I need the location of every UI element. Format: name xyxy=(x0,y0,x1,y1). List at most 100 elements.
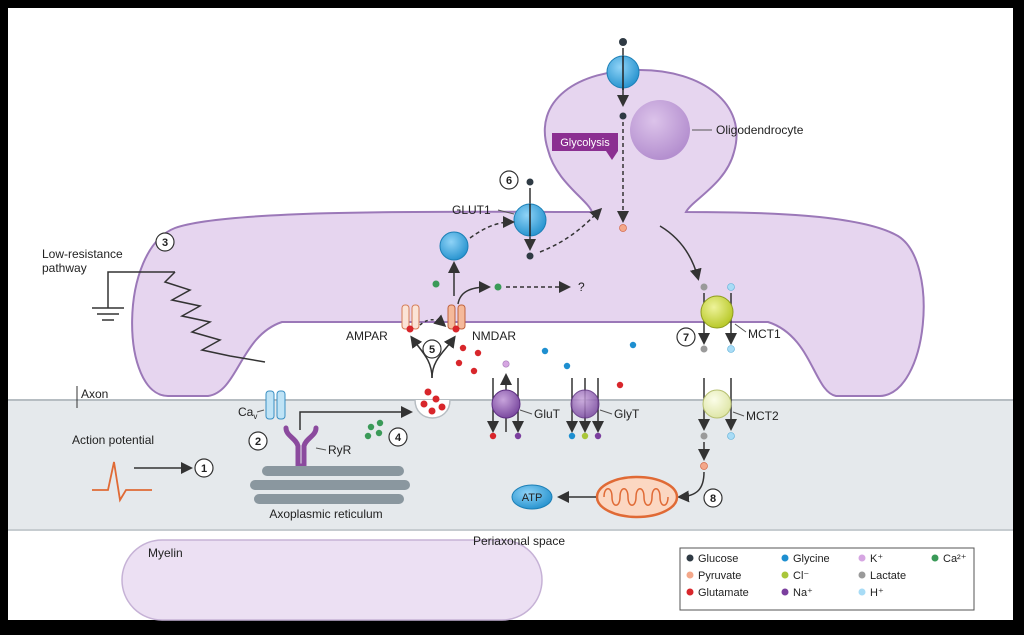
legend-label: Lactate xyxy=(870,570,906,582)
axon-label: Axon xyxy=(81,387,108,401)
chloride-ion xyxy=(581,432,589,440)
svg-text:1: 1 xyxy=(201,463,207,475)
glutamate-release-cluster xyxy=(420,388,446,415)
myelin-label: Myelin xyxy=(148,546,183,560)
action-potential-label: Action potential xyxy=(72,433,154,447)
svg-text:6: 6 xyxy=(506,175,512,187)
glycolysis-badge-pointer xyxy=(606,151,618,160)
legend-swatch xyxy=(858,571,866,579)
lower-myelin-sheath xyxy=(121,539,543,621)
lactate-molecule xyxy=(700,283,708,291)
glucose-molecule xyxy=(526,252,534,260)
glycolysis-badge xyxy=(552,133,618,151)
oligodendrocyte-label: Oligodendrocyte xyxy=(716,123,804,137)
ryr-leader xyxy=(315,447,327,451)
action-potential-trace xyxy=(92,461,152,503)
low-resistance-label-line2: pathway xyxy=(42,261,87,275)
glucose-to-oligodendrocyte-arrow xyxy=(539,207,603,253)
axoplasmic-reticulum xyxy=(250,466,410,504)
cav-leader xyxy=(256,409,265,413)
calcium-ion xyxy=(494,283,502,291)
unknown-pathway-label: ? xyxy=(578,280,585,294)
cav-label: Cav xyxy=(238,405,257,421)
step-4-marker: 4 xyxy=(388,427,408,447)
nmdar-label: NMDAR xyxy=(472,329,516,343)
glutamate-to-nmdar-arrow xyxy=(431,335,456,379)
glutamate-ion xyxy=(489,432,497,440)
nmdar-calcium-arrow xyxy=(457,281,491,305)
glycine-ion xyxy=(568,432,576,440)
mct2-leader xyxy=(732,411,745,417)
ground-wire xyxy=(107,271,175,308)
mct1-transporter xyxy=(700,295,734,329)
lactate-molecule xyxy=(700,345,708,353)
transporter-to-glut1-arrow xyxy=(469,216,515,239)
step-1-marker: 1 xyxy=(194,458,214,478)
svg-text:4: 4 xyxy=(395,432,402,444)
svg-text:5: 5 xyxy=(429,344,435,356)
glut-label: GluT xyxy=(534,407,561,421)
calcium-ion xyxy=(432,280,440,288)
low-resistance-label-line1: Low-resistance xyxy=(42,247,123,261)
ryr-to-vesicle-arrow xyxy=(299,406,413,430)
lactate-molecule xyxy=(700,432,708,440)
ampar-to-nmdar-arrow xyxy=(419,314,447,327)
step-6-marker: 6 xyxy=(499,170,519,190)
mct2-transporter xyxy=(702,389,732,419)
glucose-molecule xyxy=(619,112,627,120)
legend-label: Ca²⁺ xyxy=(943,553,967,565)
step-7-marker: 7 xyxy=(676,327,696,347)
glyt-label: GlyT xyxy=(614,407,640,421)
nmdar-receptor xyxy=(447,304,466,333)
legend-swatch xyxy=(858,554,866,562)
calcium-cluster xyxy=(364,419,384,440)
mitochondrion xyxy=(595,475,679,519)
lactate-to-mct1-arrow xyxy=(659,225,702,281)
glut-transporter xyxy=(491,389,521,419)
pyruvate-molecule xyxy=(700,462,708,470)
ampar-label: AMPAR xyxy=(346,329,388,343)
oligodendrocyte-nucleus xyxy=(630,100,690,160)
proton xyxy=(727,283,735,291)
sodium-ion xyxy=(514,432,522,440)
atp-molecule xyxy=(511,484,553,510)
axon-region xyxy=(8,400,1013,530)
legend-label: Glucose xyxy=(698,553,738,565)
svg-text:2: 2 xyxy=(255,436,261,448)
ryr-label: RyR xyxy=(328,443,352,457)
potassium-ion xyxy=(502,360,510,368)
svg-text:8: 8 xyxy=(710,493,716,505)
legend-label: Pyruvate xyxy=(698,570,741,582)
scattered-glycine-ions xyxy=(541,341,637,370)
axoplasmic-reticulum-label: Axoplasmic reticulum xyxy=(269,507,382,521)
step-3-marker: 3 xyxy=(155,232,175,252)
step-8-marker: 8 xyxy=(703,488,723,508)
svg-text:3: 3 xyxy=(162,237,168,249)
ampar-receptor xyxy=(401,304,420,333)
resistor-zigzag xyxy=(163,271,266,363)
glycolysis-label: Glycolysis xyxy=(560,137,610,149)
legend-label: K⁺ xyxy=(870,553,883,565)
proton xyxy=(727,345,735,353)
scattered-glutamate-ions xyxy=(455,344,624,389)
legend-swatch xyxy=(686,554,694,562)
pyruvate-to-mitochondrion-arrow xyxy=(677,471,705,503)
cav-channel xyxy=(265,390,286,420)
legend-label: Cl⁻ xyxy=(793,570,809,582)
glucose-molecule xyxy=(526,178,534,186)
legend-swatch xyxy=(781,588,789,596)
atp-label: ATP xyxy=(522,492,543,504)
legend-swatch xyxy=(781,554,789,562)
legend-label: Glutamate xyxy=(698,587,749,599)
pyruvate-molecule xyxy=(619,224,627,232)
legend-box xyxy=(679,547,975,611)
glyt-leader xyxy=(599,409,613,415)
nmdar-glucose-transporter xyxy=(439,231,469,261)
step-5-marker: 5 xyxy=(422,339,442,359)
legend-label: H⁺ xyxy=(870,587,884,599)
step-2-marker: 2 xyxy=(248,431,268,451)
glut1-leader xyxy=(497,209,515,215)
mct1-label: MCT1 xyxy=(748,327,781,341)
proton xyxy=(727,432,735,440)
